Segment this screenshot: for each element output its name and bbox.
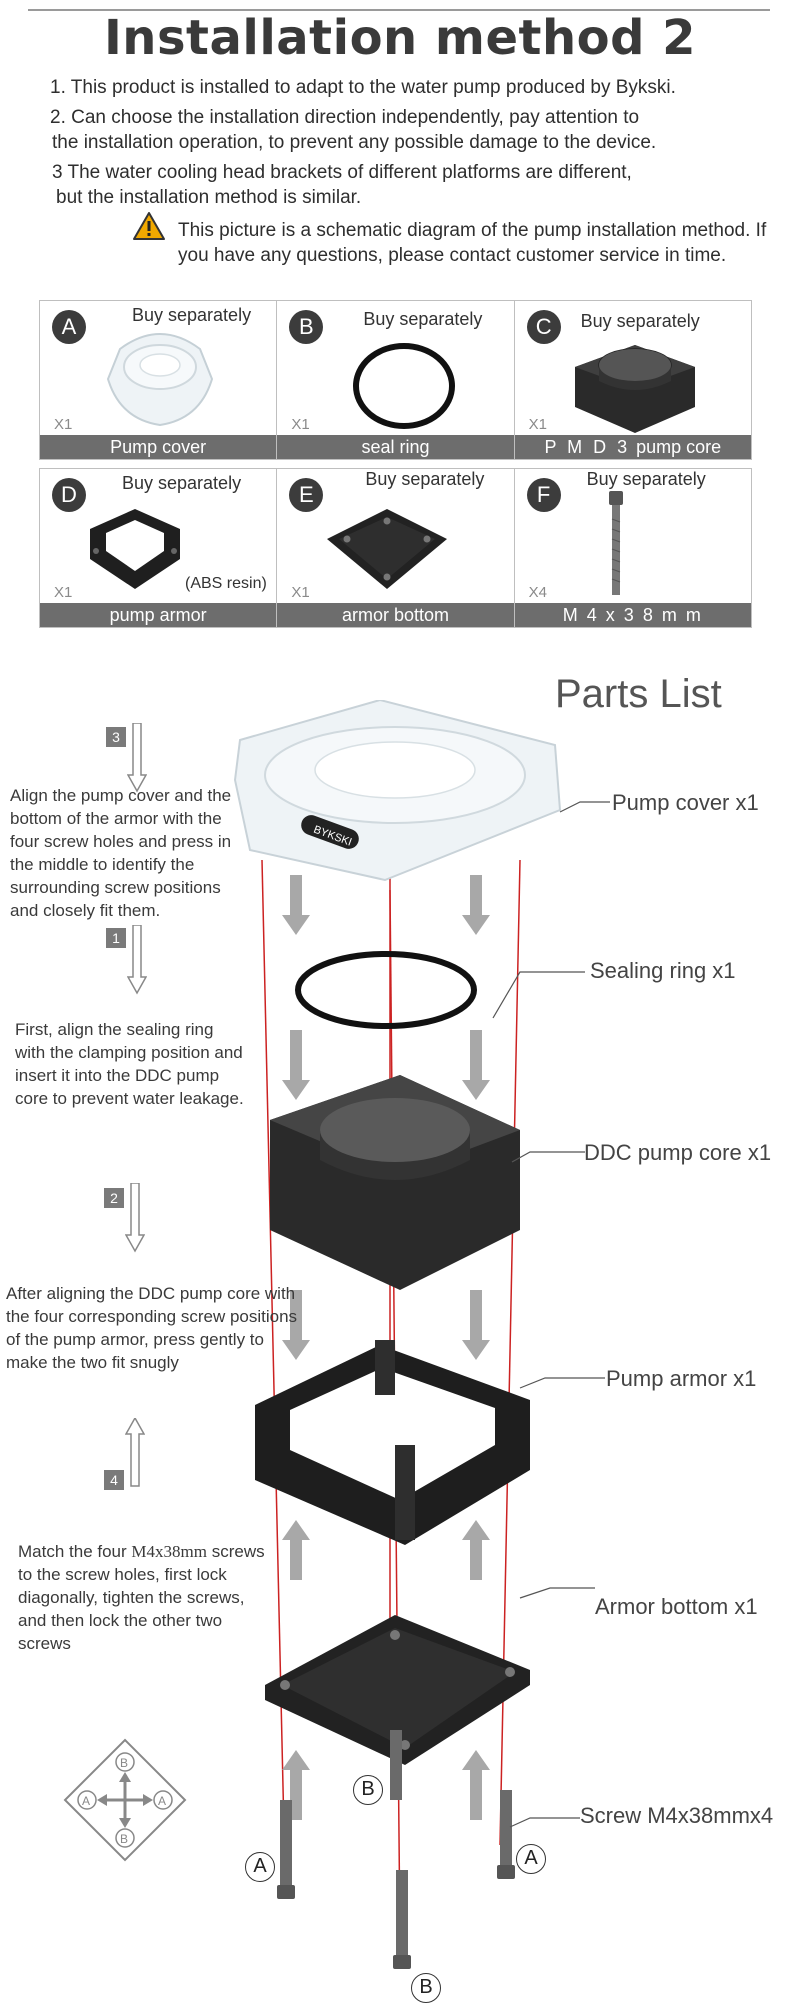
notice-text: This picture is a schematic diagram of t… bbox=[178, 220, 767, 266]
step-arrow-down bbox=[127, 723, 147, 793]
ddc-core-part bbox=[270, 1075, 520, 1290]
pump-cover-image bbox=[106, 333, 214, 427]
part-card-f: F Buy separately X4 M 4 x 3 8 m m bbox=[514, 469, 751, 627]
step-3-text: Align the pump cover and the bottom of t… bbox=[10, 786, 232, 920]
step-badge-1: 1 bbox=[106, 928, 126, 948]
part-letter: A bbox=[52, 310, 86, 344]
sealing-ring-part bbox=[295, 951, 477, 1029]
pump-cover-part bbox=[233, 700, 562, 882]
buy-separately: Buy separately bbox=[122, 473, 242, 493]
diagram-mark-a-left: A bbox=[82, 1794, 90, 1808]
intro-line-1: 1. This product is installed to adapt to… bbox=[50, 77, 676, 98]
armor-bottom-image bbox=[327, 509, 448, 589]
step-4-text-a: Match the four bbox=[18, 1542, 127, 1561]
part-qty: X1 bbox=[54, 584, 73, 601]
part-label: pump core bbox=[636, 437, 722, 457]
parts-grid-row-2: D Buy separately (ABS resin) X1 pump arm… bbox=[39, 468, 752, 628]
seal-ring-image bbox=[353, 343, 456, 429]
buy-separately: Buy separately bbox=[132, 305, 252, 325]
step-4-text-c: screws to the screw holes, first lock di… bbox=[18, 1542, 265, 1653]
step-2-text: After aligning the DDC pump core with th… bbox=[6, 1284, 298, 1372]
parts-grid-row-1: A Buy separately X1 Pump cover B Buy sep… bbox=[39, 300, 752, 460]
intro-line-2b: the installation operation, to prevent a… bbox=[52, 132, 657, 153]
diagram-mark-b-bottom: B bbox=[120, 1832, 128, 1846]
part-qty: X4 bbox=[528, 584, 548, 601]
page-title: Installation method 2 bbox=[103, 10, 697, 66]
armor-bottom-part bbox=[265, 1615, 530, 1765]
pump-armor-image bbox=[90, 509, 180, 589]
part-label-prefix: P M D 3 bbox=[544, 437, 631, 457]
screw-order-diagram bbox=[63, 1738, 187, 1862]
part-letter: E bbox=[289, 478, 324, 512]
callout-pump-armor: Pump armor x1 bbox=[606, 1366, 757, 1391]
screw-image bbox=[608, 491, 623, 595]
buy-separately: Buy separately bbox=[363, 309, 483, 329]
diagram-mark-b-top: B bbox=[120, 1756, 128, 1770]
step-1-text: First, align the sealing ring with the c… bbox=[15, 1020, 244, 1108]
part-label: armor bottom bbox=[277, 603, 514, 627]
buy-separately: Buy separately bbox=[365, 469, 485, 489]
part-card-a: A Buy separately X1 Pump cover bbox=[40, 301, 278, 459]
step-badge-3: 3 bbox=[106, 727, 126, 747]
step-arrow-up bbox=[125, 1418, 145, 1487]
callout-pump-cover: Pump cover x1 bbox=[612, 790, 759, 815]
part-label: pump armor bbox=[40, 603, 277, 627]
intro-line-3b: but the installation method is similar. bbox=[56, 187, 362, 208]
intro-line-3a: 3 The water cooling head brackets of dif… bbox=[52, 162, 632, 183]
exploded-diagram: BYKSKI bbox=[63, 700, 610, 1969]
screw-mark-a: A bbox=[516, 1844, 546, 1874]
top-divider bbox=[28, 9, 770, 11]
part-label: M 4 x 3 8 m m bbox=[514, 603, 751, 627]
callout-screw: Screw M4x38mmx4 bbox=[580, 1803, 774, 1828]
callout-sealing-ring: Sealing ring x1 bbox=[590, 958, 736, 983]
step-badge-2: 2 bbox=[104, 1188, 124, 1208]
step-4-text: Match the four M4x38mm screws to the scr… bbox=[18, 1540, 268, 1655]
part-letter: D bbox=[52, 478, 86, 512]
part-qty: X1 bbox=[291, 416, 310, 433]
step-badge-4: 4 bbox=[104, 1470, 124, 1490]
buy-separately: Buy separately bbox=[586, 469, 706, 489]
part-letter: C bbox=[526, 310, 561, 344]
part-letter: F bbox=[526, 478, 561, 512]
part-label: Pump cover bbox=[40, 435, 277, 459]
parts-list-title: Parts List bbox=[555, 672, 722, 716]
screw-mark-b: B bbox=[411, 1973, 441, 2003]
step-arrow-down bbox=[127, 925, 147, 995]
screw-mark-b: B bbox=[353, 1775, 383, 1805]
diagram-mark-a-right: A bbox=[158, 1794, 166, 1808]
part-card-b: B Buy separately X1 seal ring bbox=[277, 301, 515, 459]
part-qty: X1 bbox=[54, 416, 73, 433]
step-4-screw-spec: M4x38mm bbox=[131, 1542, 207, 1561]
buy-separately: Buy separately bbox=[580, 311, 700, 331]
callout-armor-bottom: Armor bottom x1 bbox=[595, 1594, 758, 1619]
callout-leaders bbox=[492, 801, 610, 1828]
part-qty: X1 bbox=[291, 584, 310, 601]
screw-parts bbox=[277, 1730, 515, 1969]
gray-arrows bbox=[282, 875, 490, 1820]
screw-mark-a: A bbox=[245, 1852, 275, 1882]
part-label: seal ring bbox=[277, 435, 514, 459]
pump-armor-part bbox=[255, 1340, 530, 1545]
part-letter: B bbox=[289, 310, 324, 344]
pump-core-image bbox=[574, 345, 695, 433]
part-card-d: D Buy separately (ABS resin) X1 pump arm… bbox=[40, 469, 278, 627]
intro-line-2a: 2. Can choose the installation direction… bbox=[50, 107, 640, 128]
step-arrow-down bbox=[125, 1183, 145, 1253]
warning-icon bbox=[133, 212, 165, 240]
material-note: (ABS resin) bbox=[185, 575, 267, 592]
callout-ddc-core: DDC pump core x1 bbox=[584, 1140, 772, 1165]
part-qty: X1 bbox=[528, 416, 548, 433]
part-card-e: E Buy separately X1 armor bottom bbox=[277, 469, 515, 627]
